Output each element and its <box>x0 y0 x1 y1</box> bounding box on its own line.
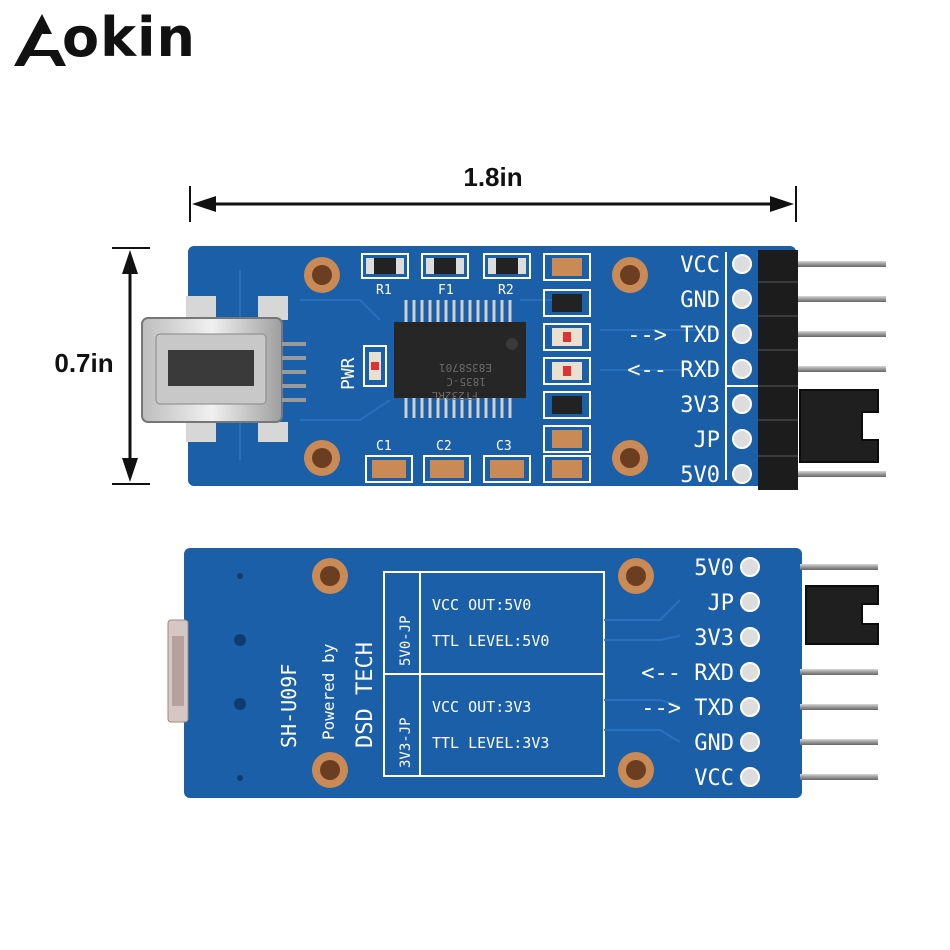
mounting-holes <box>304 257 648 476</box>
chip-marking-1: FT232RL <box>431 389 478 402</box>
top-passives <box>361 253 531 279</box>
c3-label: C3 <box>496 439 512 454</box>
back-mounting-holes <box>312 558 654 788</box>
front-pin-label: GND <box>680 288 720 313</box>
back-pin-pads <box>740 557 760 787</box>
back-pin-label: --> TXD <box>641 696 734 721</box>
height-label: 0.7in <box>54 348 113 378</box>
back-board: SH-U09F Powered by DSD TECH 5V0-JP 3V3-J… <box>167 548 879 798</box>
powered-by-label: Powered by <box>319 643 338 740</box>
back-pin-label: VCC <box>694 766 734 791</box>
width-label: 1.8in <box>463 162 522 192</box>
bottom-capacitors <box>365 455 531 483</box>
jp-5v0-label: 5V0-JP <box>398 615 414 666</box>
front-pin-label: JP <box>694 428 721 453</box>
f1-label: F1 <box>438 283 454 298</box>
row-3v3-ttl: TTL LEVEL:3V3 <box>432 734 549 752</box>
height-dimension: 0.7in <box>54 247 150 485</box>
mini-usb-connector <box>141 296 306 442</box>
back-pin-labels: 5V0 JP 3V3 <-- RXD --> TXD GND VCC <box>641 556 734 791</box>
c1-label: C1 <box>376 439 392 454</box>
row-5v0-ttl: TTL LEVEL:5V0 <box>432 632 549 650</box>
back-pin-label: GND <box>694 731 734 756</box>
front-pin-label: VCC <box>680 253 720 278</box>
front-board: PWR R1 F1 R2 FT232RL <box>141 246 886 490</box>
jp-3v3-label: 3V3-JP <box>398 717 414 768</box>
front-pin-label: 5V0 <box>680 463 720 488</box>
chip-marking-2: 1835-C <box>446 375 486 388</box>
r1-label: R1 <box>376 283 392 298</box>
back-pin-header <box>800 564 879 780</box>
c2-label: C2 <box>436 439 452 454</box>
front-pin-header <box>758 250 886 490</box>
front-pin-labels: VCC GND --> TXD <-- RXD 3V3 JP 5V0 <box>627 253 720 488</box>
front-pin-pads <box>732 254 752 484</box>
row-3v3-vcc: VCC OUT:3V3 <box>432 698 531 716</box>
back-pin-label: 3V3 <box>694 626 734 651</box>
chip-marking-3: E83S8701 <box>439 361 492 374</box>
row-5v0-vcc: VCC OUT:5V0 <box>432 596 531 614</box>
front-pin-label: <-- RXD <box>627 358 720 383</box>
front-pin-label: 3V3 <box>680 393 720 418</box>
ft232rl-chip: FT232RL 1835-C E83S8701 <box>394 300 526 418</box>
pwr-label: PWR <box>338 357 359 390</box>
right-passives <box>543 253 591 483</box>
brand-logo-mark <box>14 14 66 66</box>
back-pin-label: JP <box>708 591 735 616</box>
front-pin-label: --> TXD <box>627 323 720 348</box>
model-label: SH-U09F <box>277 664 301 748</box>
maker-label: DSD TECH <box>353 642 378 748</box>
back-pin-label: 5V0 <box>694 556 734 581</box>
back-pin-label: <-- RXD <box>641 661 734 686</box>
jumper-info-table: 5V0-JP 3V3-JP VCC OUT:5V0 TTL LEVEL:5V0 … <box>383 571 605 777</box>
brand-name: okin <box>62 6 196 69</box>
width-dimension: 1.8in <box>189 162 797 222</box>
r2-label: R2 <box>498 283 514 298</box>
